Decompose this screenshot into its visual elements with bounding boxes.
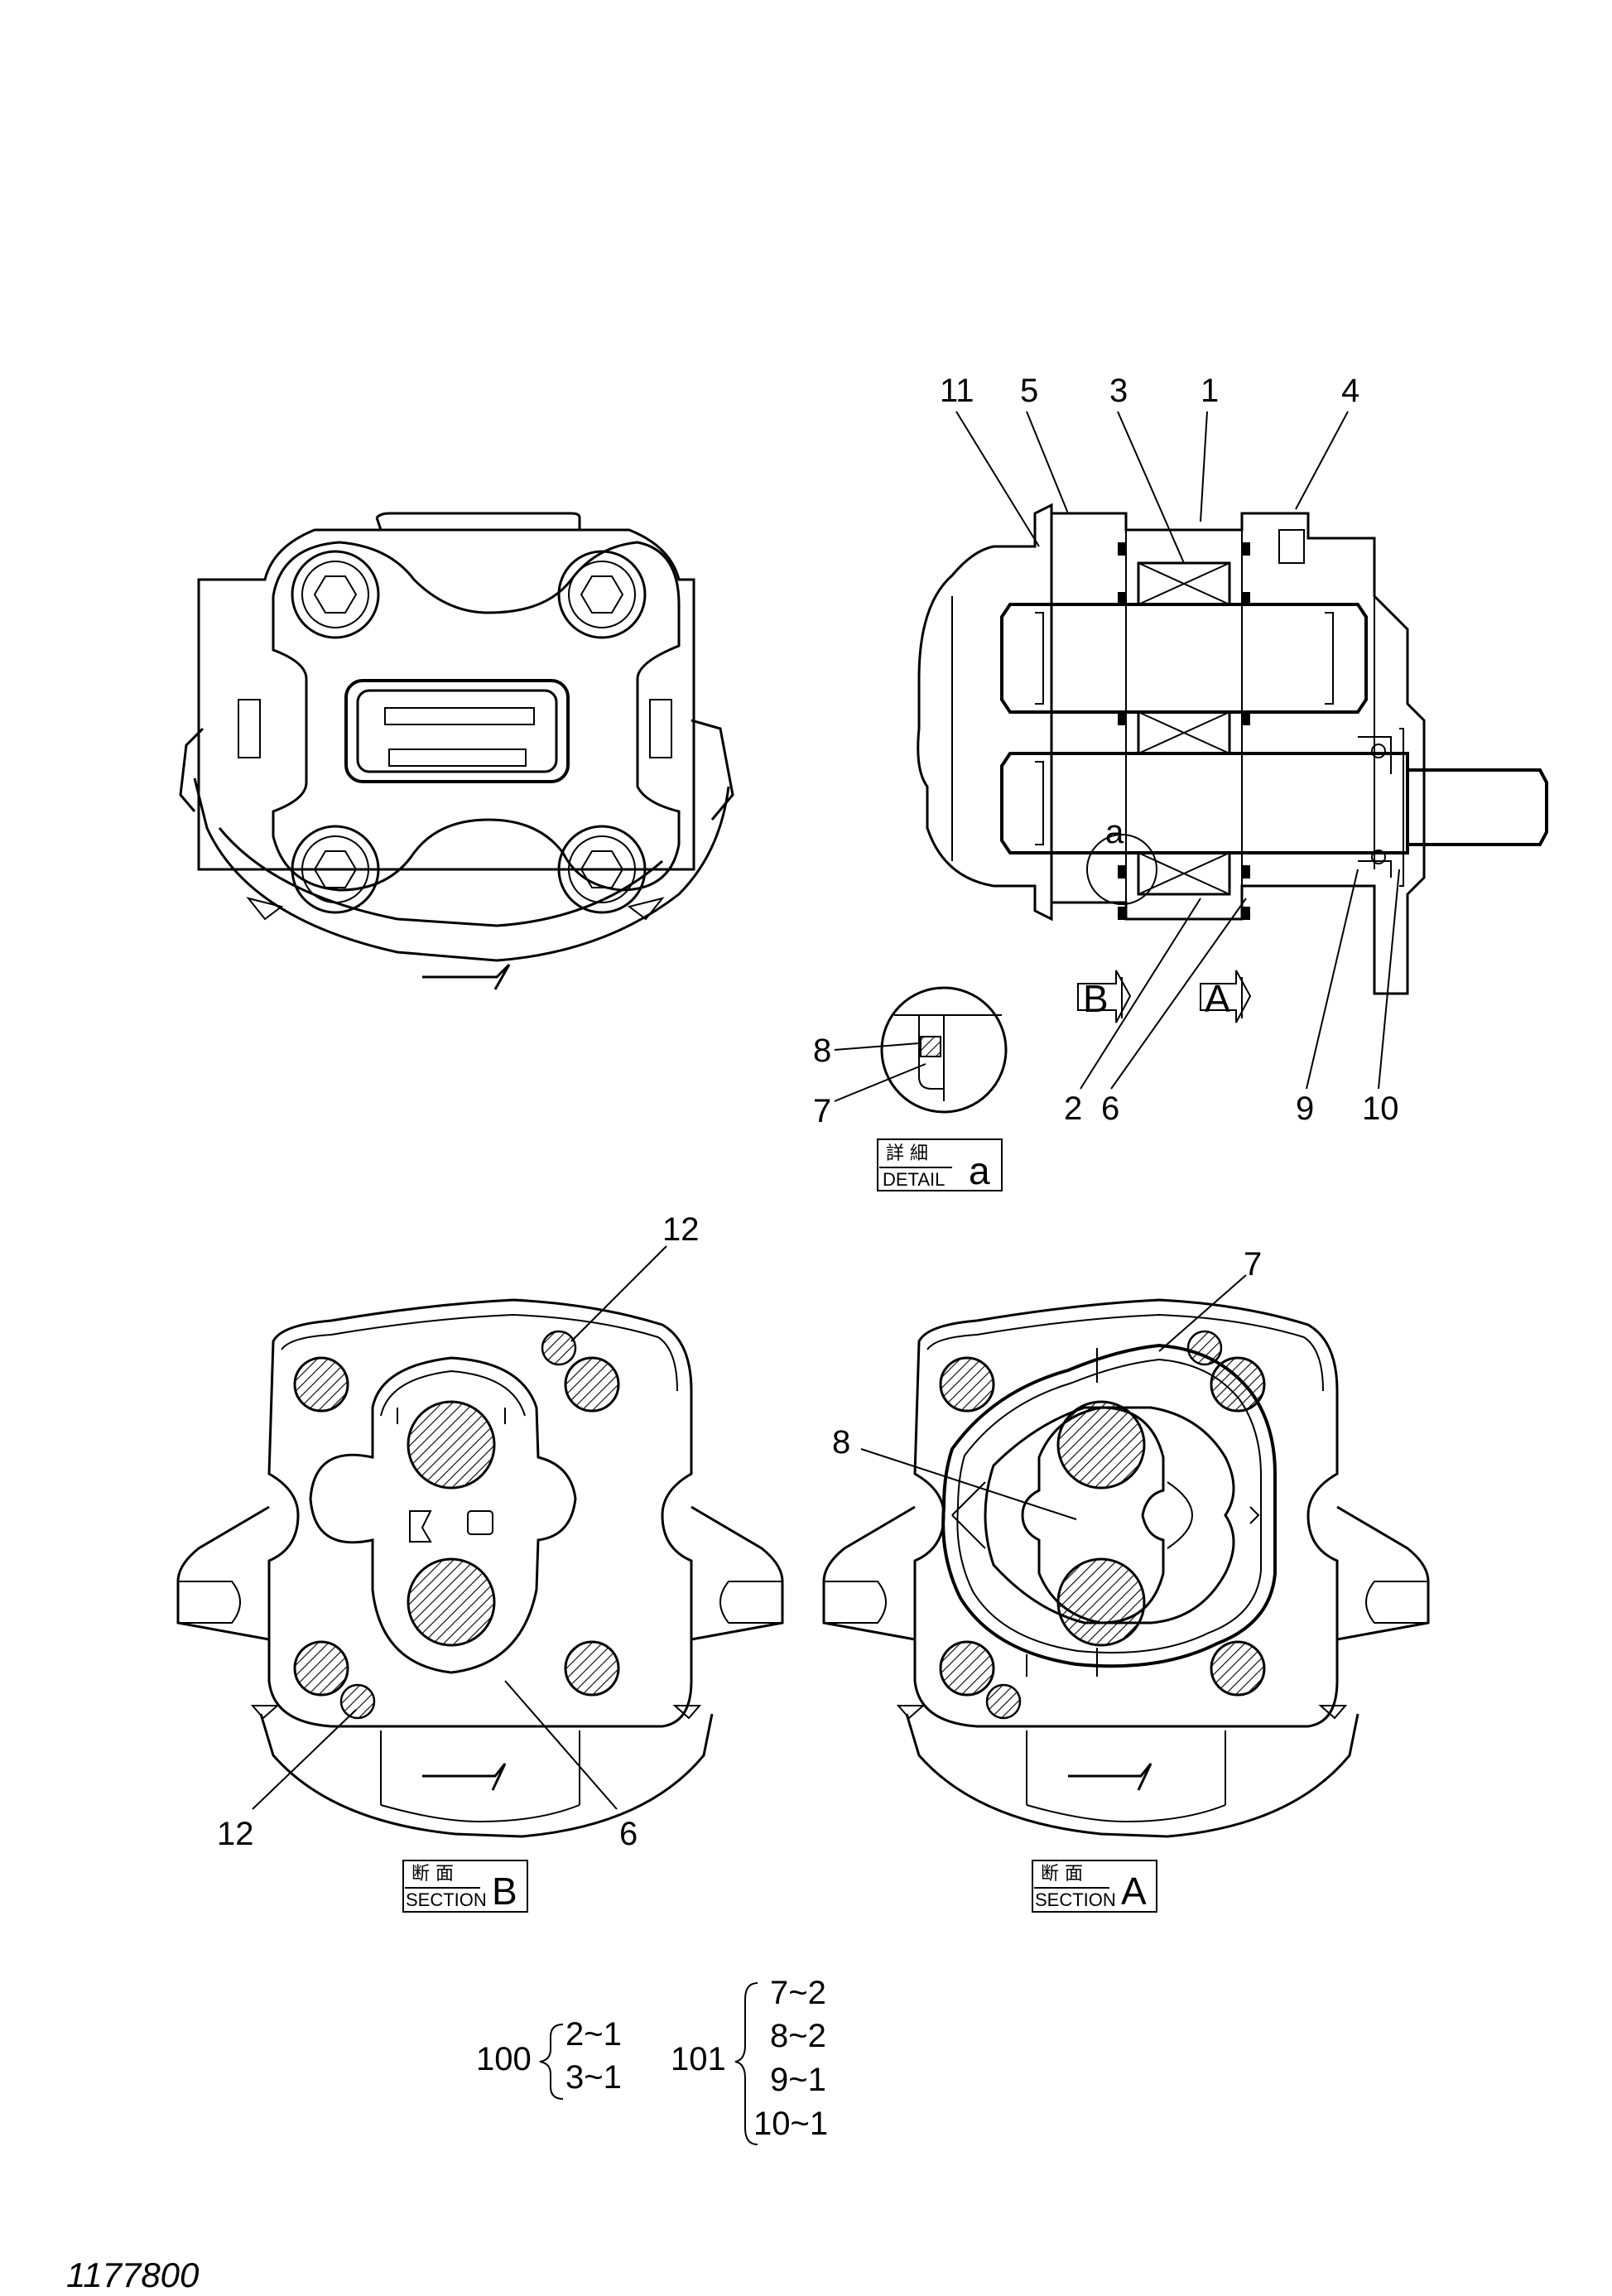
rotation-arrow-icon-b (422, 1763, 507, 1791)
callout-6: 6 (1101, 1090, 1119, 1127)
kit-101-item-4: 10~1 (753, 2106, 828, 2142)
callout-11: 11 (940, 373, 974, 409)
section-b-view (176, 1298, 784, 1838)
section-arrow-B-label: B (1083, 977, 1109, 1020)
kit-101: 101 7~2 8~2 9~1 10~1 (671, 1975, 828, 2145)
callout-8-section-a: 8 (832, 1424, 850, 1461)
section-a-en-label: SECTION (1035, 1889, 1116, 1910)
section-arrow-A-label: A (1205, 977, 1230, 1020)
callout-12-bottom: 12 (217, 1816, 254, 1852)
kit-100-id: 100 (476, 2041, 532, 2077)
detail-letter: a (969, 1149, 990, 1192)
section-b-en-label: SECTION (406, 1889, 487, 1910)
section-b-title-box: 断 面 SECTION B (402, 1860, 528, 1913)
callout-2: 2 (1064, 1090, 1082, 1127)
kit-101-item-1: 7~2 (770, 1975, 826, 2011)
drawing-number: 1177800 (66, 2255, 200, 2294)
section-a-view (822, 1298, 1430, 1838)
callout-5: 5 (1020, 373, 1038, 409)
section-b-jp-label: 断 面 (411, 1864, 454, 1884)
bolt-head-bl (291, 825, 380, 914)
rotation-arrow-icon (422, 963, 511, 990)
kit-100-item-1: 2~1 (565, 2016, 622, 2053)
callout-1: 1 (1201, 373, 1219, 409)
detail-mark-a: a (1105, 814, 1124, 850)
detail-jp-label: 詳 細 (886, 1143, 928, 1164)
kit-101-id: 101 (671, 2041, 726, 2077)
front-view (179, 512, 734, 990)
section-b-letter: B (492, 1870, 517, 1913)
kit-100-item-2: 3~1 (565, 2059, 622, 2096)
detail-en-label: DETAIL (883, 1169, 945, 1190)
kit-101-item-2: 8~2 (770, 2018, 826, 2054)
bolt-head-br (557, 825, 647, 914)
section-a-title-box: 断 面 SECTION A (1032, 1860, 1157, 1913)
side-section-view (917, 503, 1548, 1023)
callout-9: 9 (1296, 1090, 1314, 1127)
section-a-jp-label: 断 面 (1041, 1864, 1083, 1884)
bolt-head-tr (557, 550, 647, 639)
kit-100: 100 2~1 3~1 (476, 2016, 622, 2100)
callout-10: 10 (1362, 1090, 1399, 1127)
detail-a-view (834, 986, 1008, 1114)
section-b-leaders (252, 1245, 667, 1810)
callout-8-detail: 8 (813, 1032, 831, 1069)
section-a-leaders (860, 1274, 1247, 1520)
kit-101-item-3: 9~1 (770, 2062, 826, 2098)
callout-3: 3 (1109, 373, 1128, 409)
callout-6-section-b: 6 (619, 1816, 638, 1852)
section-a-letter: A (1121, 1870, 1147, 1913)
callout-4: 4 (1341, 373, 1359, 409)
callout-7-section-a: 7 (1244, 1246, 1262, 1283)
side-view-leaders (955, 411, 1400, 1090)
bolt-head-tl (291, 550, 380, 639)
rotation-arrow-icon-a (1068, 1763, 1152, 1791)
callout-7-detail: 7 (813, 1093, 831, 1129)
callout-12-top: 12 (662, 1211, 700, 1248)
detail-a-title-box: 詳 細 DETAIL a (877, 1138, 1003, 1192)
